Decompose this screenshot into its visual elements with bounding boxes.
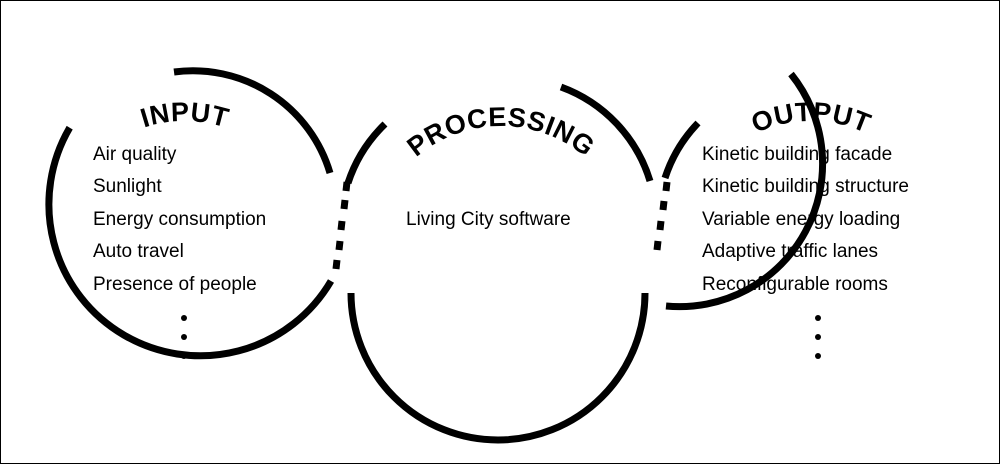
processing-ring-arc-left — [344, 121, 388, 185]
output-item-structure: Kinetic building structure — [702, 176, 909, 197]
input-item-air-quality: Air quality — [93, 144, 177, 165]
processing-title: PROCESSING — [401, 102, 600, 162]
output-ring-arc-left — [661, 120, 701, 180]
output-item-energy-loading: Variable energy loading — [702, 209, 901, 230]
input-item-presence-of-people: Presence of people — [93, 274, 257, 295]
processing-ring-arc-right — [559, 83, 654, 183]
input-title: INPUT — [137, 97, 232, 134]
input-item-sunlight: Sunlight — [93, 176, 162, 197]
output-ring — [661, 71, 827, 311]
input-item-auto-travel: Auto travel — [93, 241, 184, 262]
input-ring-arc-top — [173, 67, 334, 174]
processing-ring-arc-bottom — [347, 292, 649, 444]
output-item-rooms: Reconfigurable rooms — [702, 274, 888, 295]
output-title: OUTPUT — [747, 97, 875, 139]
output-ring-arc-main — [665, 71, 827, 311]
connector-input-processing — [332, 181, 351, 270]
processing-item-software: Living City software — [406, 209, 571, 230]
input-item-energy-consumption: Energy consumption — [93, 209, 267, 230]
processing-ring — [344, 83, 654, 444]
output-item-traffic-lanes: Adaptive traffic lanes — [702, 241, 879, 262]
output-item-facade: Kinetic building facade — [702, 144, 893, 165]
connector-processing-output — [653, 181, 671, 251]
input-ring-arc-main — [45, 125, 335, 360]
input-ring — [45, 67, 335, 360]
